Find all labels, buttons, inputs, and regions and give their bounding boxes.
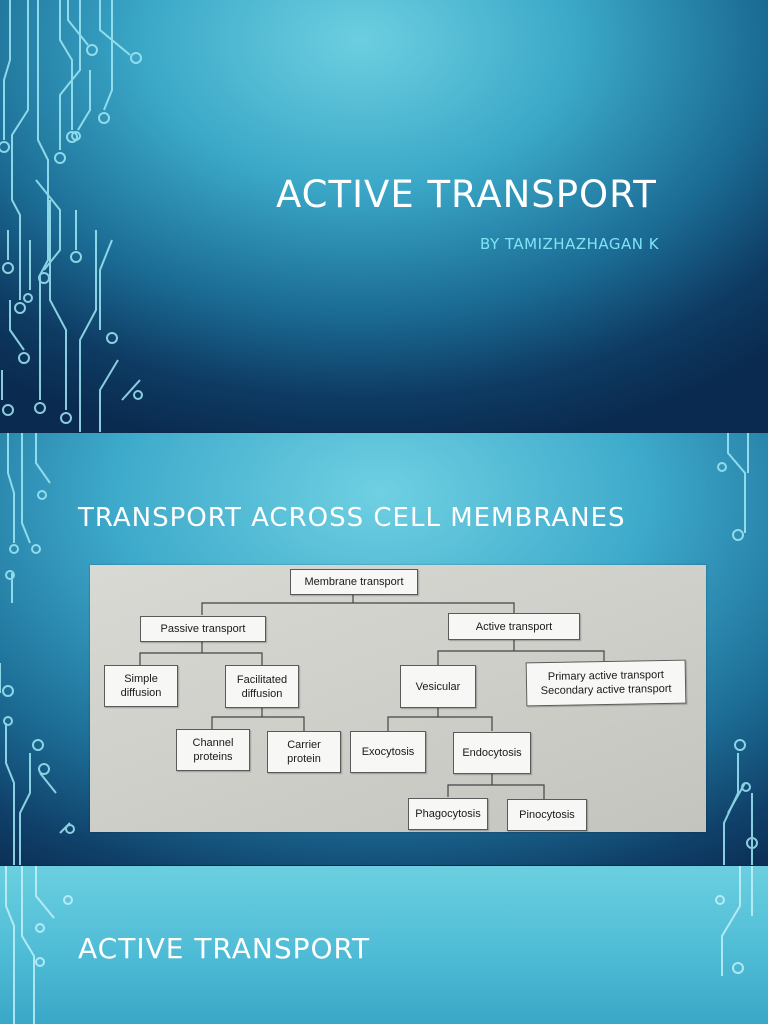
diagram-connectors (139, 593, 605, 799)
node-label: Channel (192, 737, 234, 749)
node-label: Simple (124, 673, 158, 685)
node-vesicular: Vesicular (400, 665, 476, 708)
page-title: ACTIVE TRANSPORT (276, 173, 657, 216)
node-simple-diffusion: Simple diffusion (104, 665, 178, 707)
node-label: protein (287, 753, 321, 765)
membrane-transport-diagram: Membrane transport Passive transport Act… (90, 565, 706, 832)
node-active-transport: Active transport (448, 613, 580, 640)
node-label: Carrier (287, 739, 321, 751)
node-exocytosis: Exocytosis (350, 731, 426, 773)
author-subtitle: BY TAMIZHAZHAGAN K (480, 235, 660, 253)
circuit-decoration-icon (5, 866, 753, 1024)
circuit-decoration-icon (0, 433, 758, 865)
circuit-decoration-icon (0, 0, 143, 432)
node-pinocytosis: Pinocytosis (507, 799, 587, 831)
slide-transport-across-membranes[interactable]: TRANSPORT ACROSS CELL MEMBRANES Membrane… (0, 433, 768, 865)
node-primary-secondary-active: Primary active transport Secondary activ… (525, 659, 687, 707)
node-facilitated-diffusion: Facilitated diffusion (225, 665, 299, 708)
node-passive-transport: Passive transport (140, 616, 266, 642)
node-label: diffusion (241, 687, 283, 700)
slide-title: ACTIVE TRANSPORT (78, 932, 371, 965)
slide-title: TRANSPORT ACROSS CELL MEMBRANES (78, 503, 626, 533)
node-endocytosis: Endocytosis (453, 732, 531, 774)
node-label: Facilitated (236, 673, 288, 686)
node-label: diffusion (120, 687, 162, 699)
node-channel-proteins: Channel proteins (176, 729, 250, 771)
node-carrier-protein: Carrier protein (267, 731, 341, 773)
node-membrane-transport: Membrane transport (290, 569, 418, 595)
node-label: Secondary active transport (540, 682, 672, 698)
node-label: proteins (193, 751, 233, 763)
node-phagocytosis: Phagocytosis (408, 798, 488, 830)
slide-active-transport[interactable]: ACTIVE TRANSPORT (0, 866, 768, 1024)
slide-title[interactable]: ACTIVE TRANSPORT BY TAMIZHAZHAGAN K (0, 0, 768, 432)
